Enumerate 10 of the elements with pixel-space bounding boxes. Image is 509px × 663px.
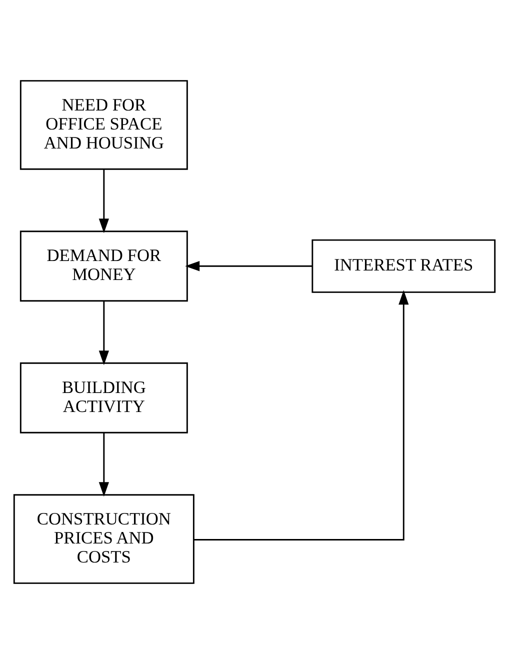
arrow <box>98 432 109 496</box>
arrow <box>185 260 312 271</box>
arrow <box>98 168 109 233</box>
node-box: BUILDING ACTIVITY <box>20 362 188 433</box>
arrow <box>194 290 409 540</box>
node-box: NEED FOR OFFICE SPACE AND HOUSING <box>20 80 188 170</box>
node-box: DEMAND FOR MONEY <box>20 230 188 302</box>
arrow <box>98 300 109 365</box>
node-box: CONSTRUCTION PRICES AND COSTS <box>13 494 194 584</box>
node-box: INTEREST RATES <box>312 238 496 292</box>
